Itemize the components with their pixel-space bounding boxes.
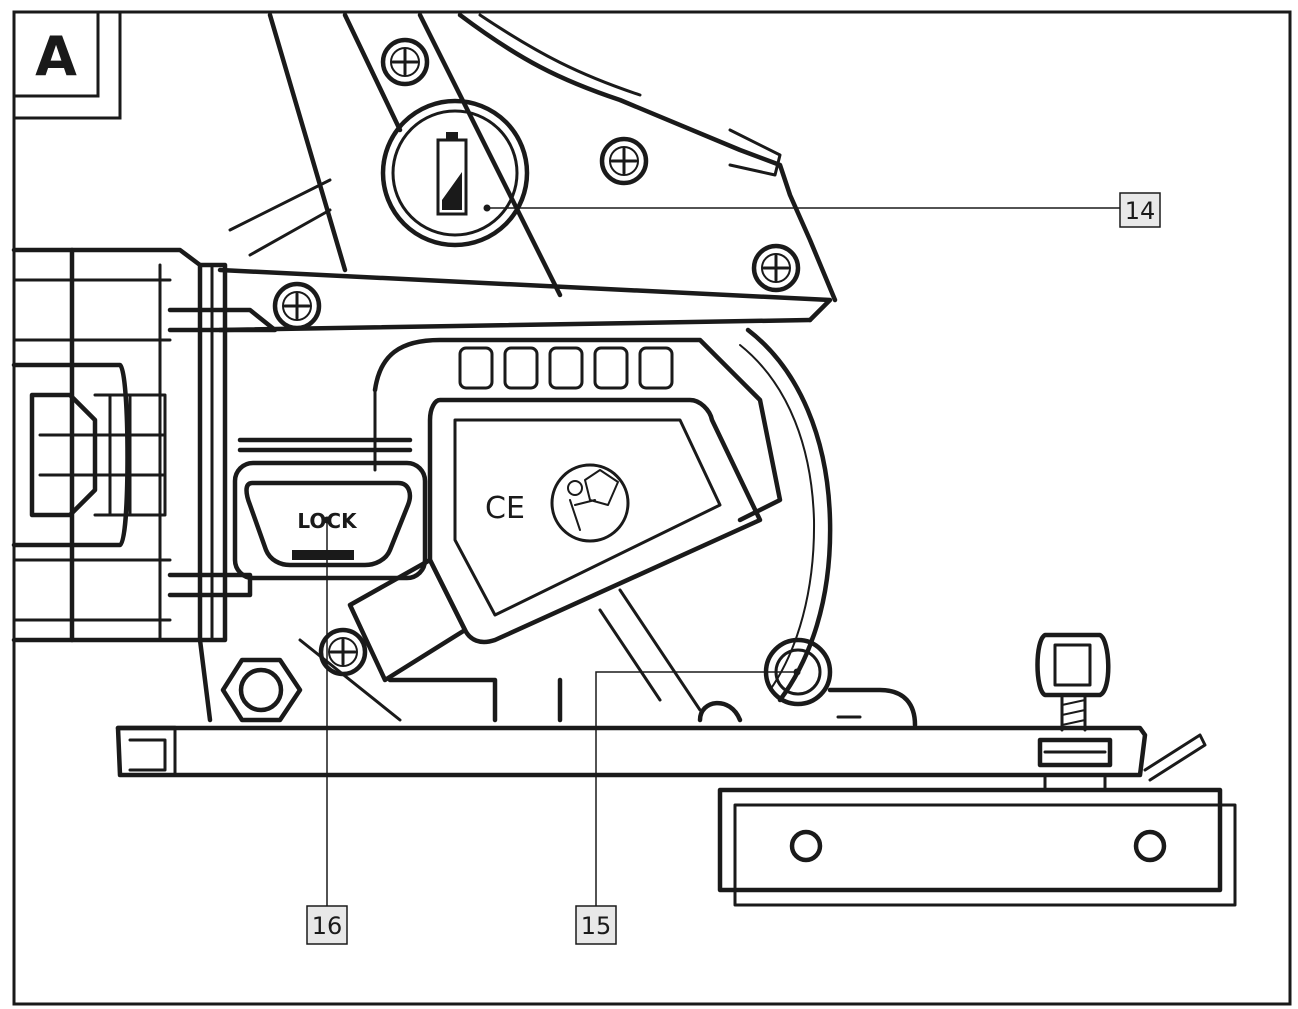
callout-14: 14 <box>1119 192 1161 228</box>
parallel-guide <box>717 787 1237 907</box>
callout-16: 16 <box>306 905 348 945</box>
callout-label: 16 <box>312 912 343 940</box>
callout-label: 15 <box>581 912 612 940</box>
depth-adjustment-knob <box>1035 632 1111 732</box>
panel-label-box: A <box>12 10 122 120</box>
figure-frame <box>12 10 1292 1006</box>
base-plate <box>115 725 1207 792</box>
callout-label: 14 <box>1125 197 1156 225</box>
top-handle <box>217 12 838 333</box>
ce-mark: CE <box>485 491 525 526</box>
callout-15: 15 <box>575 905 617 945</box>
read-manual-icon <box>550 463 630 543</box>
screw-icon <box>599 136 649 186</box>
battery-indicator-icon <box>436 132 468 216</box>
blade-guard: CE <box>347 397 763 683</box>
callout-leaders <box>323 204 1120 906</box>
gearbox-housing <box>372 337 783 523</box>
lower-mechanism <box>197 637 918 728</box>
screw-icon <box>272 281 322 331</box>
battery-indicator <box>380 98 530 248</box>
screw-icon <box>751 243 801 293</box>
saw-blade <box>598 327 833 712</box>
lock-button: LOCK <box>232 437 428 581</box>
panel-label: A <box>35 25 77 88</box>
motor-housing <box>11 247 278 643</box>
screw-icon <box>380 37 430 87</box>
